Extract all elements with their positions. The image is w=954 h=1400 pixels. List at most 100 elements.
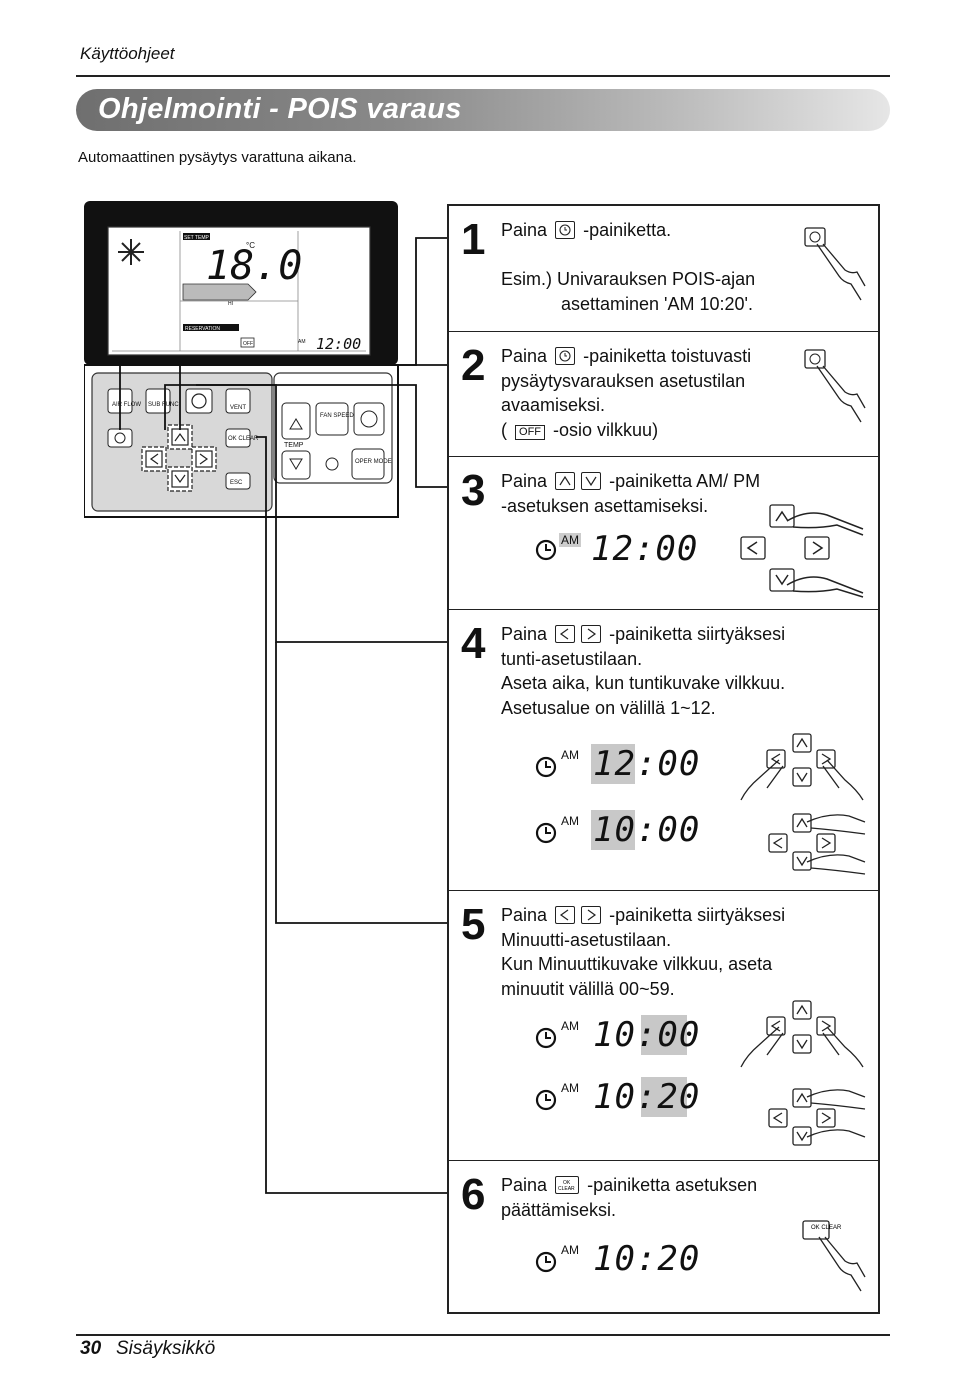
ok-clear-hand-icon: OK CLEAR [802, 1220, 866, 1292]
intro-text: Automaattinen pysäytys varattuna aikana. [78, 149, 357, 166]
step-example-2: asettaminen 'AM 10:20'. [561, 293, 753, 314]
page-title: Ohjelmointi - POIS varaus [98, 93, 462, 125]
step-line-2: tunti-asetustilaan. [501, 648, 643, 669]
time-display: AM 10:00 [535, 810, 705, 850]
fan-speed-button: FAN SPEED [320, 413, 354, 419]
display-time: 10:20 [593, 1239, 701, 1279]
display-time: 12:00 [593, 744, 701, 784]
step-2: 2 Paina -painiketta toistuvasti pysäytys… [449, 332, 878, 457]
step-text: Paina -painiketta toistuvasti pysäytysva… [501, 344, 801, 442]
reservation-label: RESERVATION [185, 326, 220, 332]
display-time: 10:00 [593, 810, 701, 850]
up-arrow-icon [555, 472, 576, 490]
esc-button: ESC [230, 480, 243, 486]
dpad-hand-icon [740, 1000, 866, 1146]
step-example: Esim.) Univarauksen POIS-ajan [501, 269, 756, 289]
step-line-2: -asetuksen asettamiseksi. [501, 495, 709, 516]
right-arrow-icon [581, 906, 602, 924]
minute-highlight [641, 1077, 687, 1117]
temp-label: TEMP [284, 442, 304, 449]
timer-button-icon [555, 221, 576, 239]
step-text-post: -painiketta siirtyäksesi [609, 905, 786, 925]
time-display: AM 12:00 [535, 744, 705, 784]
footer-label: Sisäyksikkö [116, 1338, 216, 1359]
clock-icon [535, 1251, 557, 1273]
step-number: 3 [461, 466, 486, 515]
remote-time: 12:00 [316, 335, 361, 353]
steps-box: 1 Paina -painiketta. Esim.) Univarauksen… [447, 204, 880, 1314]
down-arrow-icon [581, 472, 602, 490]
hand-pressing-icon [804, 349, 866, 423]
step-line-3: Kun Minuuttikuvake vilkkuu, aseta [501, 954, 773, 974]
step-line-4: Asetusalue on välillä 1~12. [501, 697, 716, 718]
step-text-pre: Paina [501, 1175, 548, 1195]
step-number: 2 [461, 341, 486, 390]
air-flow-button: AIR FLOW [112, 402, 141, 408]
step-line-2: Minuutti-asetustilaan. [501, 929, 672, 950]
display-time: 10:20 [593, 1077, 701, 1117]
step-number: 4 [461, 619, 486, 668]
time-display: AM 10:20 [535, 1077, 705, 1117]
step-text-pre: Paina [501, 346, 548, 366]
time-display: AM 10:20 [535, 1239, 705, 1279]
step-text-post: -painiketta toistuvasti [583, 346, 752, 366]
svg-text:CLEAR: CLEAR [558, 1186, 575, 1192]
step-text: Paina -painiketta siirtyäksesi tunti-ase… [501, 622, 801, 720]
step-text-pre: Paina [501, 624, 548, 644]
step-text-pre: Paina [501, 905, 548, 925]
page-number: 30 [80, 1338, 102, 1359]
step-number: 5 [461, 900, 486, 949]
header-rule [76, 75, 890, 77]
hour-highlight [591, 744, 635, 784]
svg-text:OK: OK [563, 1180, 571, 1186]
step-number: 1 [461, 215, 486, 264]
time-display: AM 10:00 [535, 1015, 705, 1055]
left-arrow-icon [555, 625, 576, 643]
step-1: 1 Paina -painiketta. Esim.) Univarauksen… [449, 206, 878, 332]
svg-text:OK CLEAR: OK CLEAR [811, 1225, 842, 1231]
step-text-pre: Paina [501, 220, 548, 240]
minute-highlight [641, 1015, 687, 1055]
remote-controller: SET TEMP 18.0 °C HI RESERVATION OFF AM 1… [84, 201, 399, 518]
step-number: 6 [461, 1170, 486, 1219]
title-bar: Ohjelmointi - POIS varaus [76, 89, 890, 131]
footer-rule [76, 1334, 890, 1336]
step-text: Paina -painiketta siirtyäksesi Minuutti-… [501, 903, 801, 1001]
remote-temp-unit: °C [246, 241, 255, 250]
display-time: 12:00 [591, 529, 699, 569]
step-line-2: pysäytysvarauksen asetustilan [501, 370, 746, 391]
step-line-3: Aseta aika, kun tuntikuvake vilkkuu. [501, 673, 786, 693]
dpad-hand-icon [740, 504, 864, 598]
display-ampm: AM [561, 1081, 579, 1095]
step-text-pre: Paina [501, 471, 548, 491]
step-text-post: -painiketta. [583, 220, 672, 240]
clock-icon [535, 539, 557, 561]
clock-icon [535, 756, 557, 778]
timer-button-icon [555, 347, 576, 365]
fan-level-label: HI [228, 301, 233, 307]
step-5: 5 Paina -painiketta siirtyäksesi Minuutt… [449, 891, 878, 1161]
dpad-hand-icon [740, 733, 866, 875]
hour-highlight [591, 810, 635, 850]
step-text-post: -painiketta asetuksen [587, 1175, 758, 1195]
off-indicator-box: OFF [515, 424, 546, 440]
display-ampm: AM [561, 814, 579, 828]
step-line-4-pre: ( [501, 419, 507, 440]
step-line-4-post: -osio vilkkuu) [553, 419, 659, 440]
clock-icon [535, 1027, 557, 1049]
remote-ampm: AM [298, 339, 306, 345]
sub-func-button: SUB FUNC [148, 402, 179, 408]
step-3: 3 Paina -painiketta AM/ PM -asetuksen as… [449, 457, 878, 610]
vent-button: VENT [230, 405, 246, 411]
step-text: Paina -painiketta. Esim.) Univarauksen P… [501, 218, 801, 316]
display-ampm: AM [561, 748, 579, 762]
step-4: 4 Paina -painiketta siirtyäksesi tunti-a… [449, 610, 878, 891]
display-time: 10:00 [593, 1015, 701, 1055]
display-ampm: AM [559, 533, 581, 547]
display-ampm: AM [561, 1019, 579, 1033]
step-line-4: minuutit välillä 00~59. [501, 978, 675, 999]
oper-mode-button: OPER MODE [355, 459, 392, 465]
